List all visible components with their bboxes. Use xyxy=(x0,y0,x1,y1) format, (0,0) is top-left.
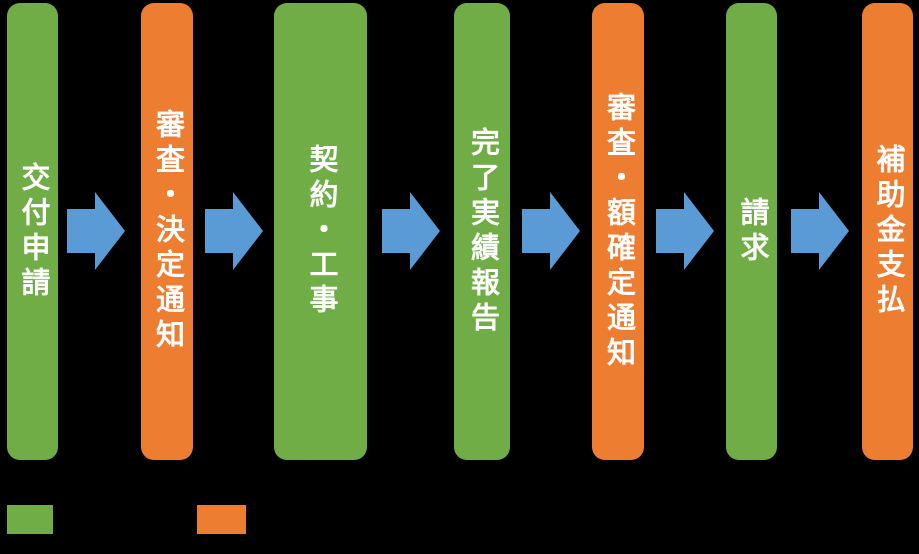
flow-step-kanryo-jisseki-hokoku: 完了実績報告 xyxy=(454,3,510,460)
flow-step-label: 補助金支払 xyxy=(872,144,904,319)
right-arrow-icon xyxy=(382,192,440,270)
flow-step-seikyu: 請求 xyxy=(726,3,777,460)
right-arrow-icon xyxy=(205,192,263,270)
flow-step-label: 請求 xyxy=(736,196,768,267)
flow-step-shinsa-gaku-kakutei-tsuchi: 審査・額確定通知 xyxy=(592,3,644,460)
flow-step-label: 契約・工事 xyxy=(305,144,337,319)
flow-step-label: 完了実績報告 xyxy=(466,126,499,337)
legend-swatch-green xyxy=(7,505,53,534)
right-arrow-icon xyxy=(791,192,849,270)
right-arrow-icon xyxy=(656,192,714,270)
flow-step-label: 審査・決定通知 xyxy=(151,109,184,354)
flow-step-keiyaku-koji: 契約・工事 xyxy=(274,3,367,460)
flow-step-kofu-shinsei: 交付申請 xyxy=(7,3,58,460)
legend-swatch-orange xyxy=(197,505,246,534)
flow-step-shinsa-kettei-tsuchi: 審査・決定通知 xyxy=(141,3,193,460)
flow-step-label: 交付申請 xyxy=(17,161,49,302)
flow-step-hojokin-shiharai: 補助金支払 xyxy=(862,3,913,460)
flow-step-label: 審査・額確定通知 xyxy=(602,91,635,372)
right-arrow-icon xyxy=(67,192,125,270)
right-arrow-icon xyxy=(522,192,580,270)
